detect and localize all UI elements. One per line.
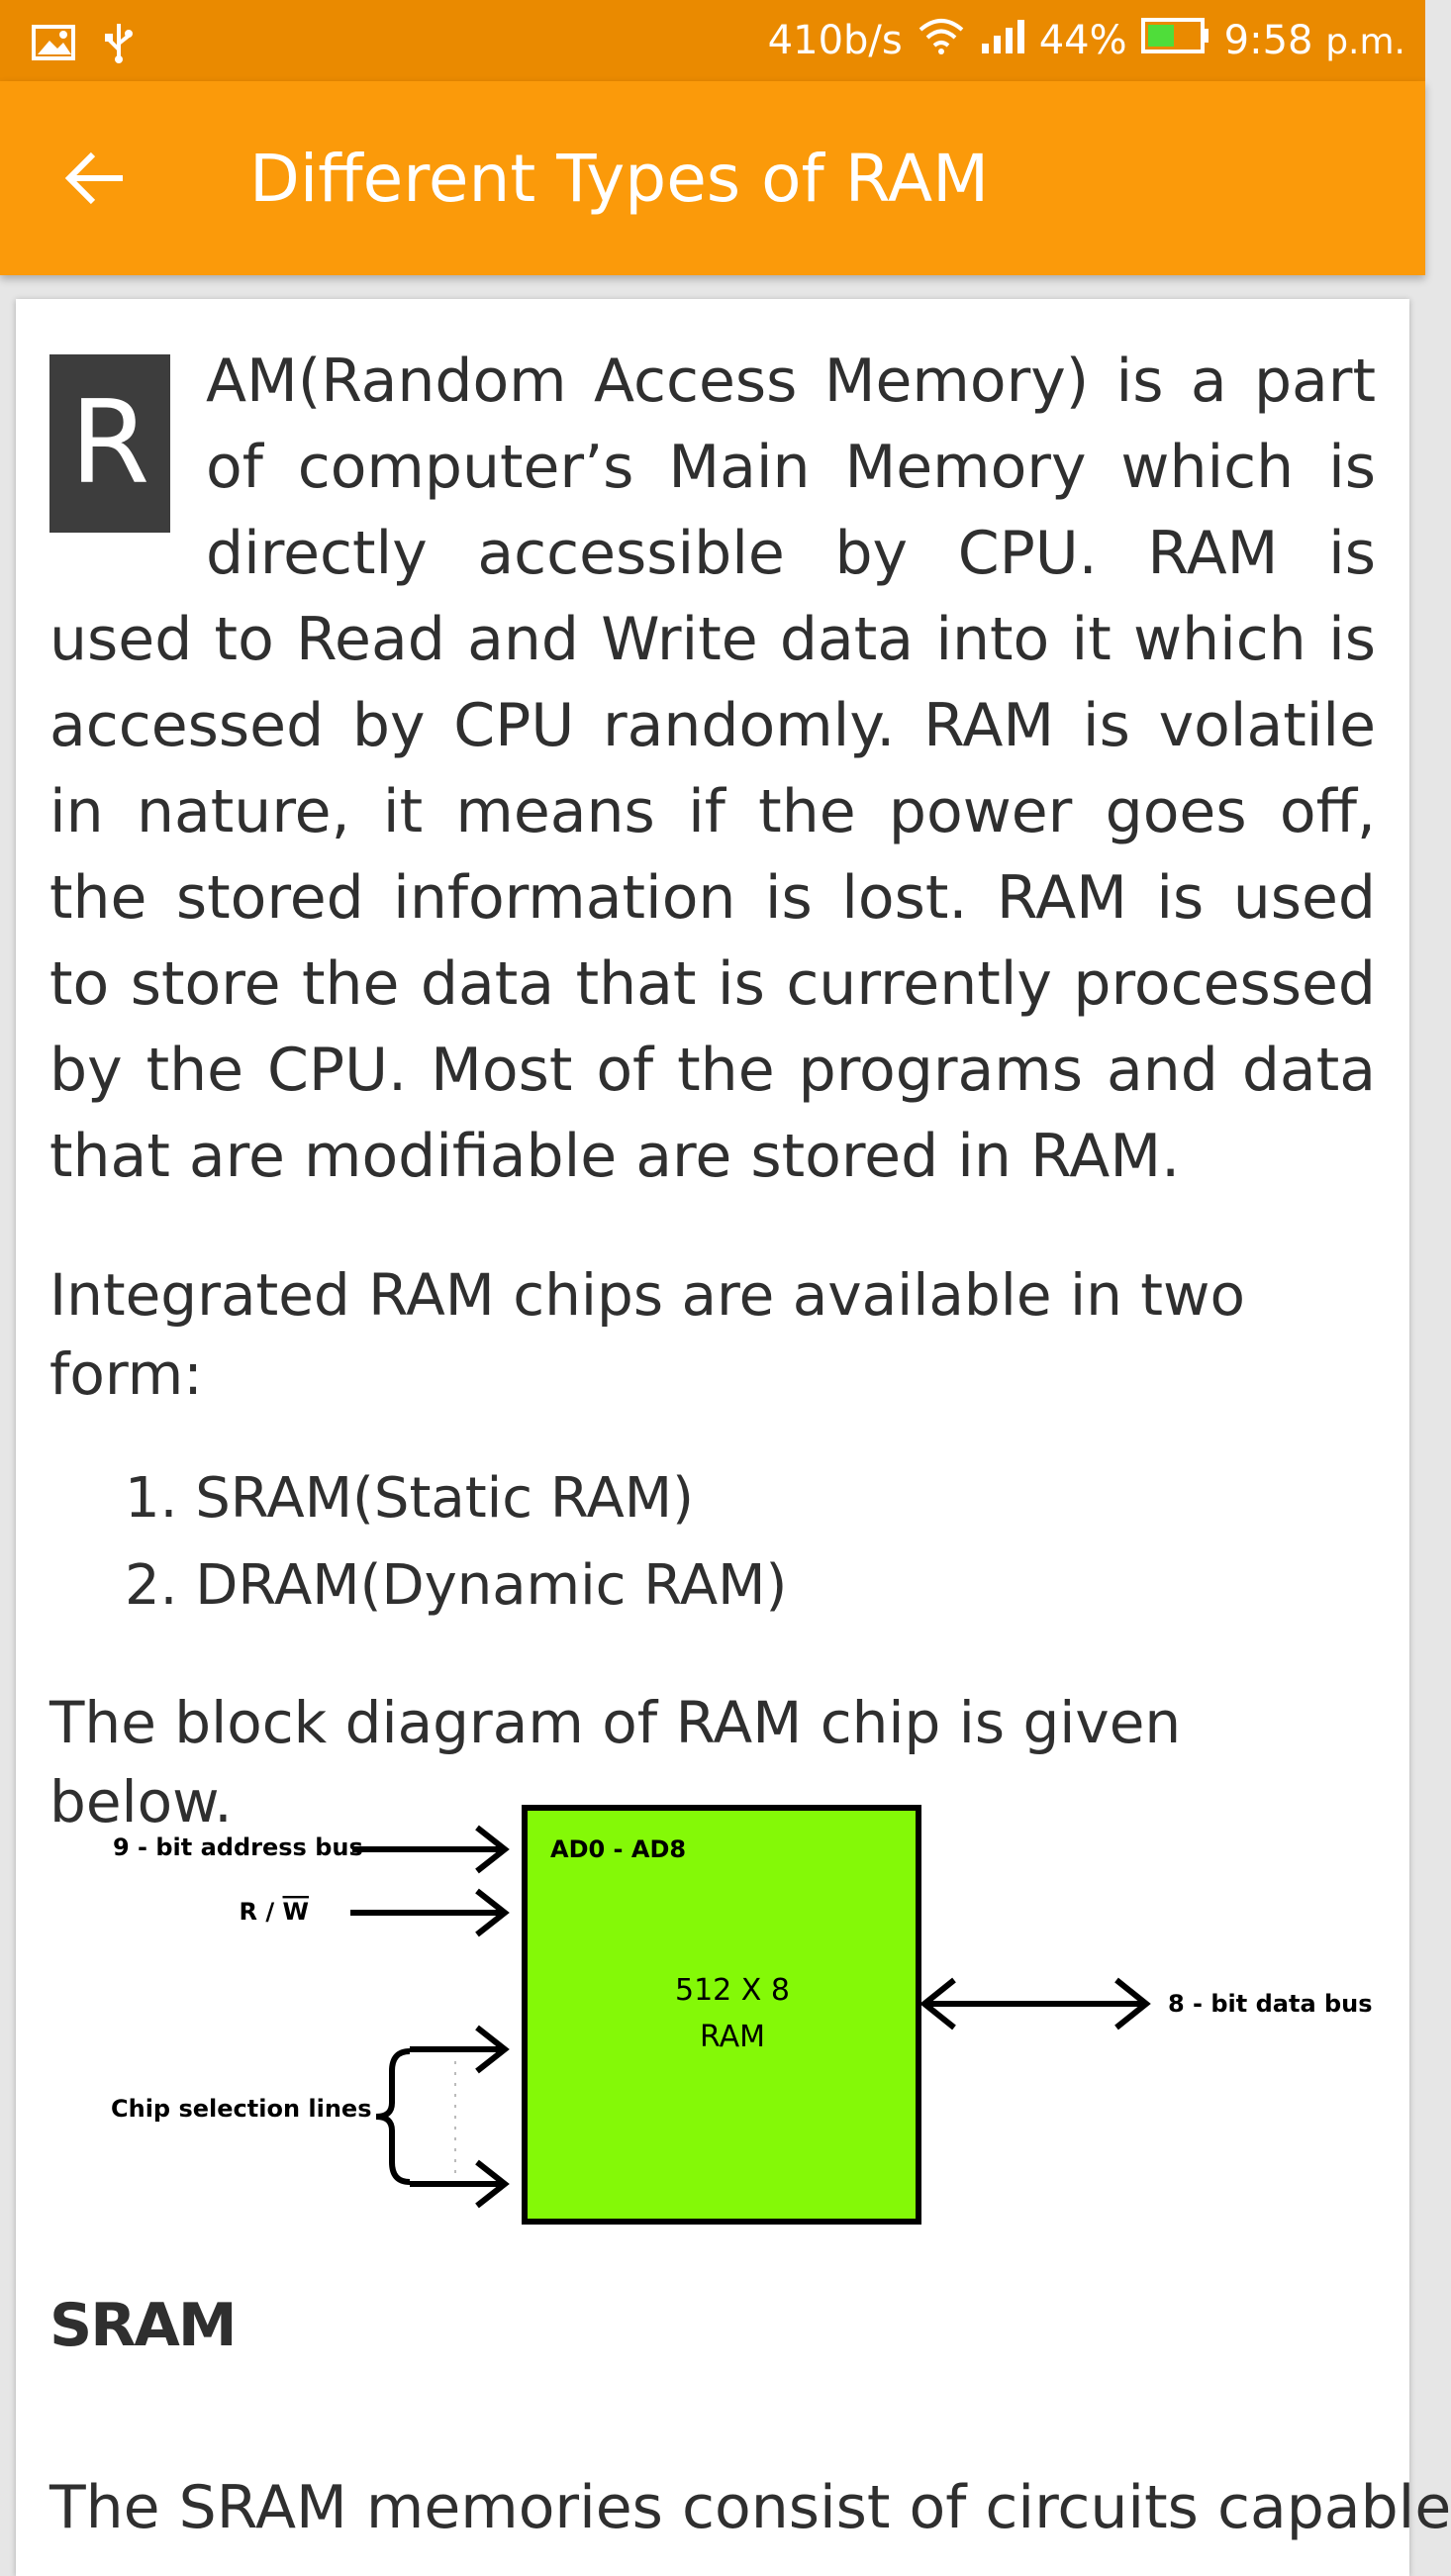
chip-select-arrow-top [410, 2025, 510, 2074]
ram-types-list: 1. SRAM(Static RAM) 2. DRAM(Dynamic RAM) [49, 1455, 1376, 1630]
intro-text: AM(Random Access Memory) is a part of co… [49, 347, 1376, 1191]
battery-percent: 44% [1038, 18, 1127, 63]
back-arrow-icon [63, 150, 127, 210]
forms-intro: Integrated RAM chips are available in tw… [49, 1261, 1245, 1408]
ram-block-diagram: 9 - bit address bus R / W Chip selection… [77, 1764, 1373, 2239]
clock-time: 9:58 [1223, 18, 1313, 63]
pin-label: AD0 - AD8 [550, 1835, 686, 1863]
network-speed: 410b/s [767, 18, 903, 63]
signal-icon [980, 16, 1025, 65]
battery-icon [1140, 16, 1210, 65]
block-diagram-intro: The block diagram of RAM chip is given b… [49, 1689, 1182, 1835]
clock-ampm: p.m. [1325, 22, 1405, 62]
list-item-dram: 2. DRAM(Dynamic RAM) [125, 1553, 788, 1618]
drop-cap: R [49, 354, 170, 533]
section-heading-sram: SRAM [49, 2291, 238, 2360]
status-right: 410b/s 44% 9:5 [768, 0, 1405, 81]
chip-name-label: RAM [700, 2020, 765, 2054]
clock: 9:58 p.m. [1224, 18, 1405, 63]
address-bus-arrow [352, 1825, 510, 1874]
back-button[interactable] [48, 133, 143, 228]
status-left [32, 22, 135, 67]
rw-arrow [350, 1888, 510, 1937]
data-bus-arrow [919, 1977, 1151, 2031]
rw-label-prefix: R / [240, 1898, 283, 1926]
chip-select-arrow-bottom [410, 2159, 510, 2209]
rw-label-bar: W [283, 1898, 309, 1926]
rw-label: R / W [240, 1898, 309, 1926]
list-item-sram: 1. SRAM(Static RAM) [125, 1466, 694, 1531]
address-bus-label: 9 - bit address bus [113, 1833, 363, 1861]
page-title: Different Types of RAM [249, 140, 990, 217]
app-bar: Different Types of RAM [0, 81, 1425, 275]
brace-icon [375, 2048, 411, 2185]
ram-chip [522, 1805, 921, 2225]
chip-size-label: 512 X 8 [675, 1973, 790, 2008]
data-bus-label: 8 - bit data bus [1168, 1990, 1373, 2018]
chip-select-label: Chip selection lines [111, 2095, 371, 2123]
status-bar: 410b/s 44% 9:5 [0, 0, 1425, 81]
wifi-icon [917, 16, 966, 65]
section-text-sram: The SRAM memories consist of circuits ca… [49, 2473, 1451, 2542]
gallery-icon [32, 25, 75, 64]
usb-icon [103, 22, 135, 67]
